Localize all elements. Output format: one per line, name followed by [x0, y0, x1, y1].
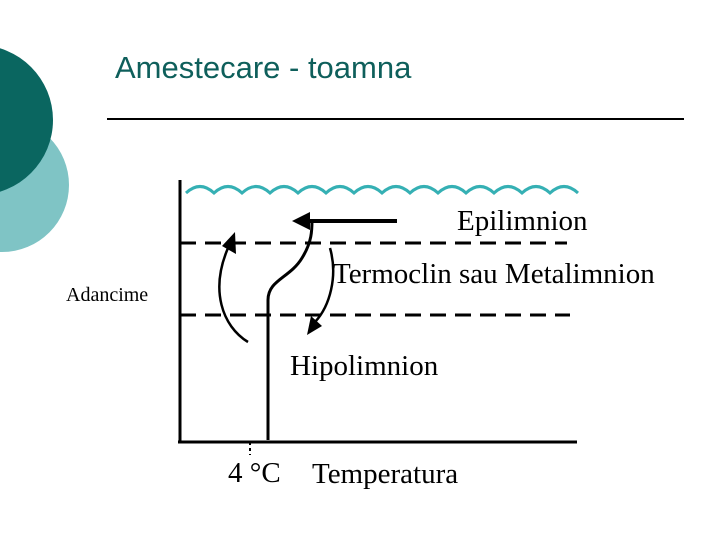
- epilimnion-label: Epilimnion: [457, 205, 588, 238]
- thermocline-label: Termoclin sau Metalimnion: [333, 258, 655, 291]
- hypolimnion-label: Hipolimnion: [290, 350, 438, 383]
- slide-title: Amestecare - toamna: [115, 50, 411, 86]
- temperature-marker-label: 4 °C: [228, 457, 281, 490]
- depth-axis-label: Adancime: [66, 284, 148, 307]
- circulation-arrow-left: [219, 248, 248, 342]
- mixing-arrow-head: [292, 212, 310, 230]
- title-divider: [107, 118, 684, 120]
- circulation-arrow-left-head: [222, 232, 236, 254]
- circulation-arrow-right: [315, 248, 333, 322]
- circulation-arrow-right-head: [307, 316, 322, 335]
- water-surface-waves: [186, 187, 578, 194]
- temperature-axis-label: Temperatura: [312, 458, 458, 491]
- temperature-profile: [268, 220, 312, 440]
